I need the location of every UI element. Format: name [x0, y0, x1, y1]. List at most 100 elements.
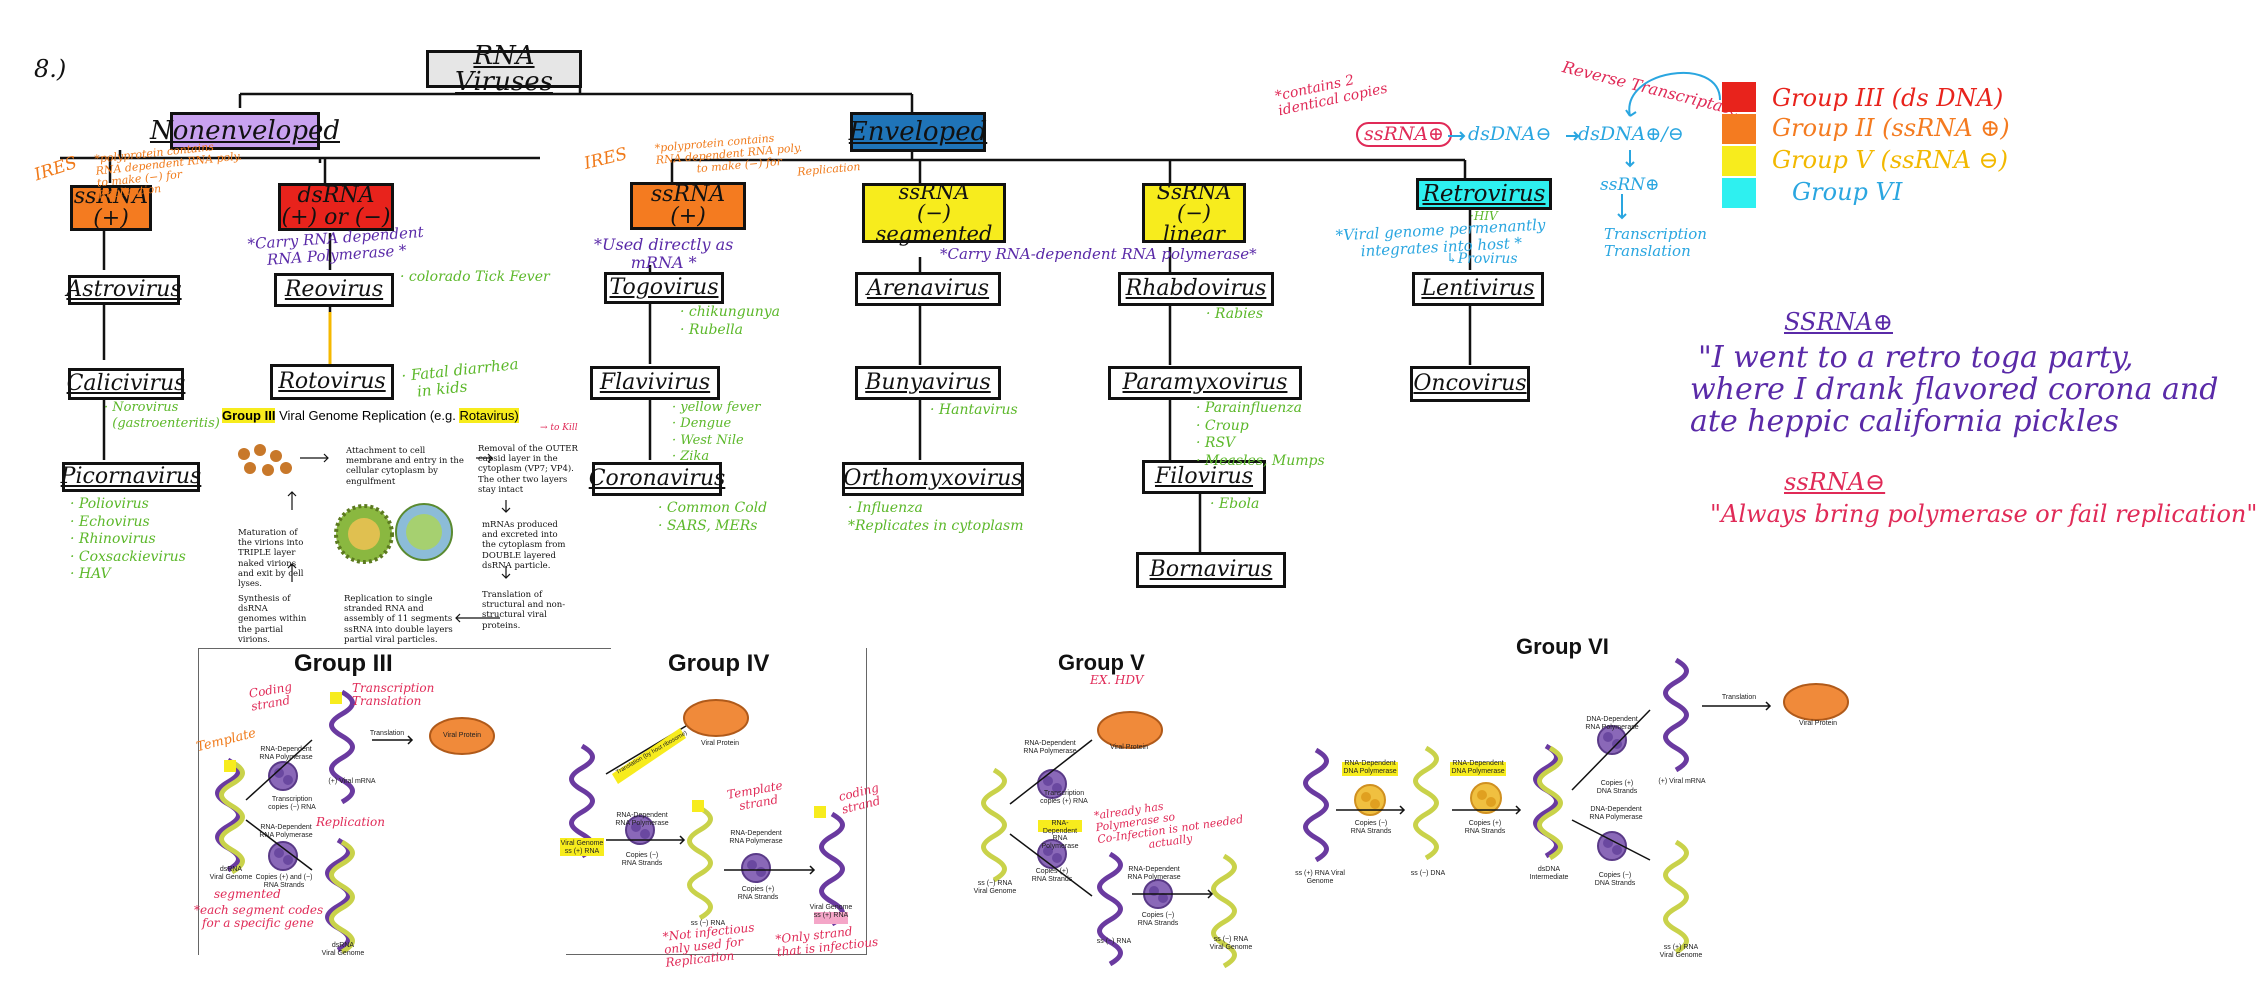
retro-ssrna: ssRNA⊕ — [1356, 122, 1453, 147]
g3-dsrna-genome-l2: Viral Genome — [209, 873, 253, 881]
g4-copies2: Copies (+) RNA Strands — [730, 886, 786, 901]
provirus-note: ↳Provirus — [1446, 251, 1518, 267]
g3-transcription-note: Transcription Translation — [352, 681, 434, 709]
g5-trans-copies: Transcription copies (+) RNA — [1034, 790, 1094, 805]
g3-copies: Copies (+) and (−) RNA Strands — [252, 874, 316, 889]
group-ssrna-pos-env-box: ssRNA (+) — [630, 182, 746, 230]
g4-rdrp1: RNA-Dependent RNA Polymerase — [612, 812, 672, 827]
g3-dsrna-genome-l1: dsRNA — [219, 866, 243, 873]
g4-copies2-l2: RNA Strands — [737, 893, 779, 901]
g6-rddp1-l1: RNA-Dependent — [1344, 760, 1396, 767]
g3-dsrna-genome2: dsRNA Viral Genome — [318, 942, 368, 957]
g6-copies-dna2-l1: Copies (−) — [1598, 872, 1632, 879]
reovirus-box: Reovirus — [274, 273, 394, 307]
g5-ss-neg-genome2-l1: ss (−) RNA — [1213, 936, 1249, 943]
g5-ss-neg-genome: ss (−) RNA Viral Genome — [970, 880, 1020, 895]
g4-viral-genome2-l1: Viral Genome — [809, 904, 853, 911]
g3-trans-copies-l2: copies (−) RNA — [268, 803, 316, 811]
group-ssrna-pos-box: ssRNA (+) — [70, 185, 152, 231]
rotovirus-box: Rotovirus — [270, 364, 394, 400]
g5-ss-neg-genome2-l2: Viral Genome — [1209, 943, 1253, 951]
rhabdo-list: · Rabies — [1206, 306, 1264, 322]
togovirus-box: Togovirus — [604, 272, 724, 304]
g4-ss-neg: ss (−) RNA — [690, 920, 726, 927]
rotavirus-step1: Attachment to cell membrane and entry in… — [346, 446, 464, 487]
g6-copies-pos-l2: RNA Strands — [1464, 827, 1506, 835]
g4-copies2-l1: Copies (+) — [741, 886, 775, 893]
retrovirus-box: Retrovirus — [1416, 178, 1552, 210]
g3-each-note: *each segment codes for a specific gene — [194, 903, 323, 930]
bornavirus-box: Bornavirus — [1136, 552, 1286, 588]
g4-viral-genome: Viral Genome ss (+) RNA — [560, 840, 604, 855]
retro-ssrn-pos: ssRN⊕ — [1600, 175, 1660, 195]
toga-list: · chikungunya · Rubella — [680, 304, 781, 338]
g5-ss-neg-genome-l1: ss (−) RNA — [977, 880, 1013, 887]
g6-rddp2-l1: RNA-Dependent — [1452, 760, 1504, 767]
group-ssrna-neg-lin-line1: SsRNA — [1156, 179, 1232, 204]
g6-ss-pos-genome2-l1: ss (+) RNA — [1663, 944, 1699, 951]
g4-viral-genome2-l2: ss (+) RNA — [813, 911, 849, 919]
panel-group-iii-border — [198, 648, 611, 955]
g3-copies-l1: Copies (+) and (−) — [255, 874, 313, 881]
g6-rddp1: RNA-Dependent DNA Polymerase — [1342, 760, 1398, 775]
g6-viral-protein: Viral Protein — [1798, 720, 1837, 727]
group-ssrna-neg-lin-box: SsRNA (−) linear — [1142, 179, 1246, 244]
g3-segmented-note: segmented — [214, 887, 281, 901]
g5-copies2-l2: RNA Strands — [1137, 919, 1179, 927]
legend-label-group-ii: Group II (ssRNA ⊕) — [1772, 114, 2010, 142]
g3-transcription-l2: Translation — [352, 694, 422, 709]
g6-copies-dna-l2: DNA Strands — [1596, 787, 1638, 795]
g6-rddp2: RNA-Dependent DNA Polymerase — [1450, 760, 1506, 775]
g5-ss-neg-genome-l2: Viral Genome — [973, 887, 1017, 895]
g5-ex-note: EX. HDV — [1090, 673, 1144, 687]
picorna-list: · Poliovirus · Echovirus · Rhinovirus · … — [70, 496, 186, 582]
g4-copies1-l2: RNA Strands — [621, 859, 663, 867]
g6-ss-pos-genome-l2: Genome — [1306, 877, 1334, 885]
g5-rdrp1-l1: RNA-Dependent — [1024, 740, 1076, 747]
g4-copies1-l1: Copies (−) — [625, 852, 659, 859]
rotavirus-step2: Removal of the OUTER capsid layer in the… — [478, 444, 578, 495]
group-ssrna-neg-seg-box: ssRNA (−) segmented — [862, 181, 1006, 246]
g3-dsrna-genome2-l1: dsRNA — [331, 942, 355, 949]
rotavirus-step4: Translation of structural and non-struct… — [482, 590, 566, 631]
orthomyxovirus-box: Orthomyxovirus — [842, 462, 1024, 496]
used-directly-l1: *Used directly as — [594, 235, 734, 254]
group-dsrna-line2: (+) or (−) — [281, 205, 391, 230]
g3-translation: Translation — [369, 730, 405, 737]
coronavirus-box: Coronavirus — [589, 462, 725, 496]
legend-swatch-group-iii — [1722, 82, 1756, 112]
retro-arrows — [1448, 71, 1721, 220]
g6-dsdna-int: dsDNA Intermediate — [1524, 866, 1574, 881]
group-ssrna-pos-line1: ssRNA — [73, 184, 149, 209]
g5-trans-copies-l2: copies (+) RNA — [1040, 797, 1088, 805]
mnemonic-neg-title: ssRNA⊖ — [1784, 468, 1886, 496]
panel-group-v-title: Group V — [1058, 650, 1145, 675]
g6-dsdna-int-l2: Intermediate — [1529, 873, 1569, 881]
rotavirus-title-mid: Viral Genome Replication (e.g. — [275, 408, 460, 423]
rotavirus-figure-graphic — [238, 444, 511, 623]
g4-rdrp2-l2: RNA Polymerase — [729, 837, 783, 845]
g6-translation: Translation — [1721, 694, 1757, 701]
mnemonic-pos-line3: ate heppic california pickles — [1690, 404, 2119, 439]
legend-swatch-group-vi — [1722, 178, 1756, 208]
g6-rddp2-l2: DNA Polymerase — [1451, 767, 1505, 775]
orthomyxo-list: · Influenza *Replicates in cytoplasm — [848, 500, 1024, 534]
retro-transcription-l2: Translation — [1604, 241, 1691, 260]
nonenveloped-box: Nonenveloped — [150, 112, 340, 150]
g6-copies-neg-l2: RNA Strands — [1350, 827, 1392, 835]
question-number: 8.) — [34, 55, 67, 83]
arenavirus-box: Arenavirus — [855, 272, 1001, 306]
group-dsrna-line1: dsRNA — [297, 183, 375, 208]
paramyxo-list: · Parainfluenza · Croup · RSV · Measles,… — [1196, 400, 1325, 469]
g4-viral-protein: Viral Protein — [700, 740, 739, 747]
g6-dddp2-l1: DNA-Dependent — [1590, 806, 1642, 813]
group-ssrna-neg-seg-line3: segmented — [875, 221, 993, 246]
lentivirus-box: Lentivirus — [1412, 272, 1544, 306]
g3-copies-l2: RNA Strands — [263, 881, 305, 889]
g4-viral-genome-l2: ss (+) RNA — [564, 847, 600, 855]
g3-viral-protein: Viral Protein — [442, 732, 481, 739]
group-ssrna-pos-env-line1: ssRNA — [650, 182, 726, 207]
group-ssrna-neg-seg-line2: (−) — [917, 200, 951, 225]
g6-copies-dna: Copies (+) DNA Strands — [1592, 780, 1642, 795]
g6-dddp2: DNA-Dependent RNA Polymerase — [1586, 806, 1646, 821]
